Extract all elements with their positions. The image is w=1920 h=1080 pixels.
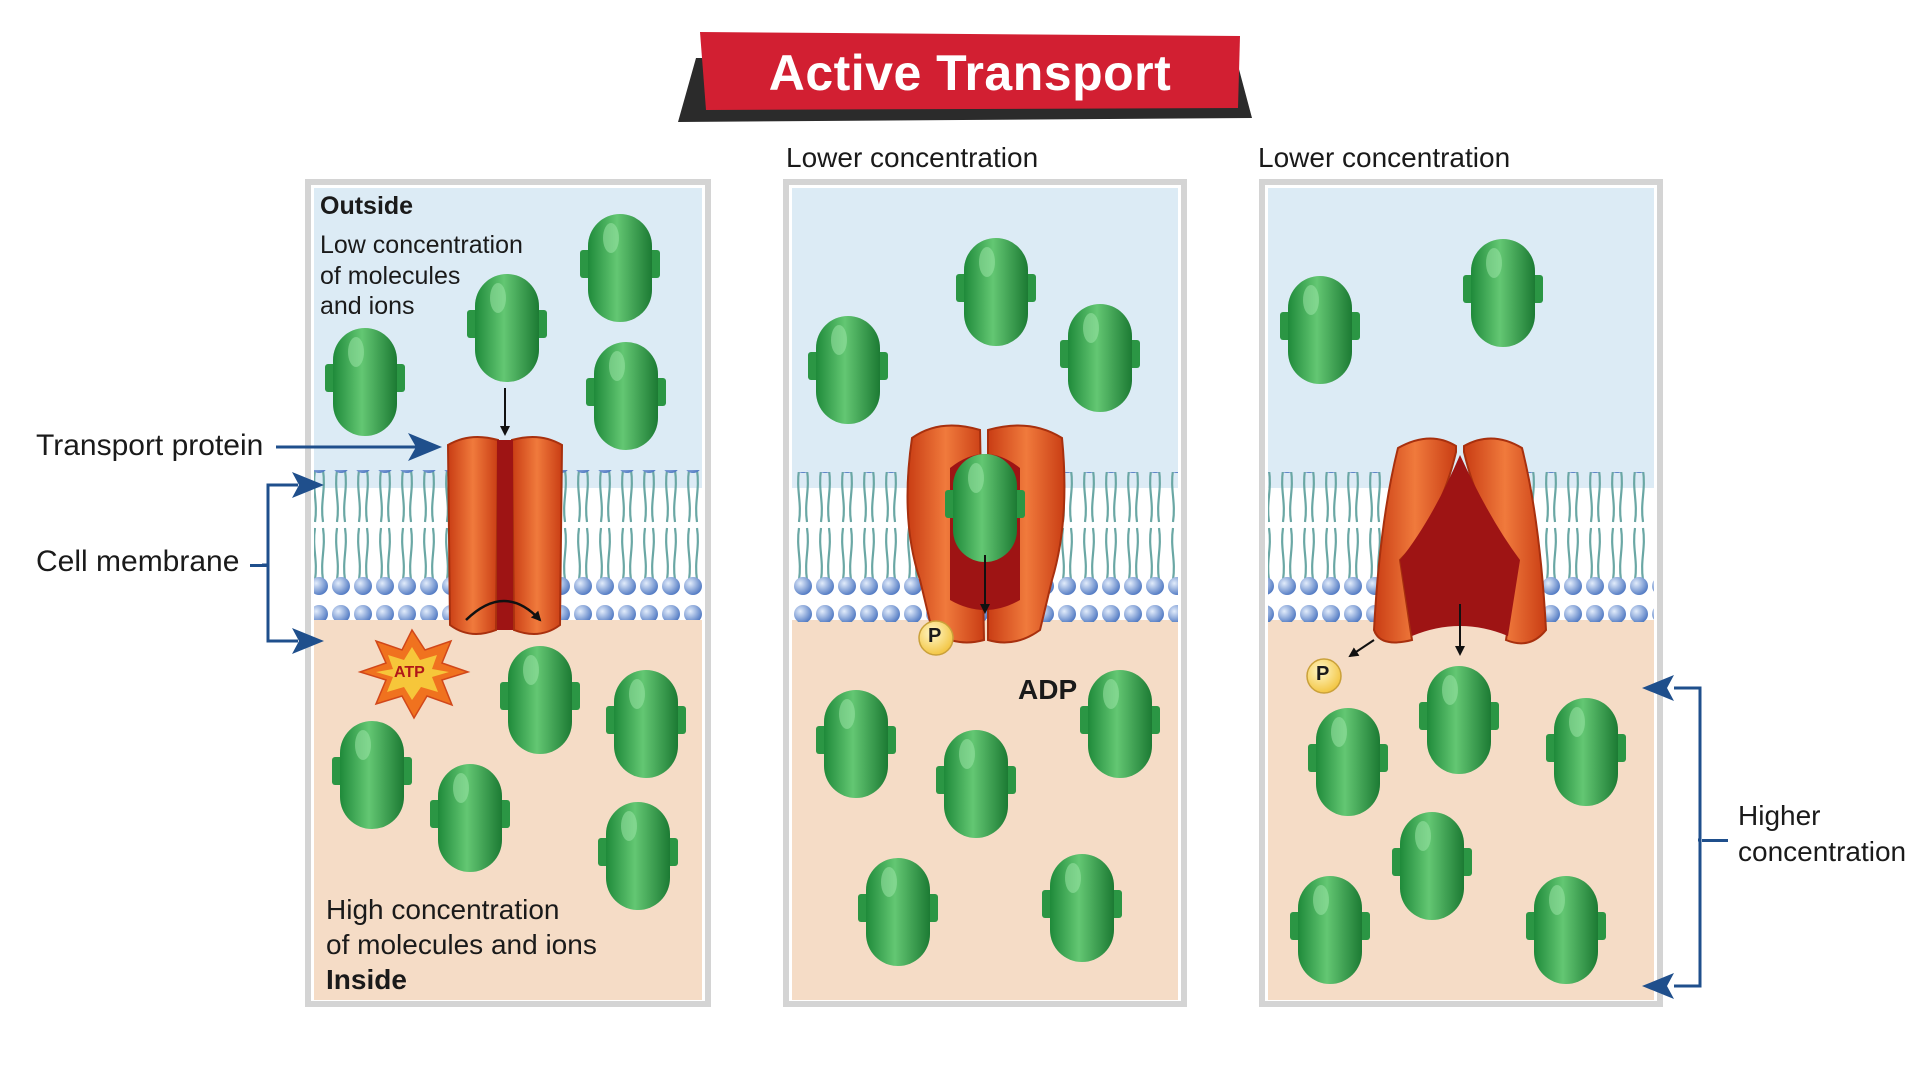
low-concentration-line-2: of molecules bbox=[320, 262, 461, 290]
outside-label: Outside bbox=[320, 192, 414, 220]
phosphate-icon bbox=[1306, 658, 1342, 694]
high-concentration-line-1: High concentration bbox=[326, 894, 560, 925]
callout-arrows bbox=[262, 433, 1702, 999]
low-concentration-line-3: and ions bbox=[320, 292, 415, 320]
low-concentration-line-1: Low concentration bbox=[320, 231, 523, 259]
higher-concentration-line-2: concentration bbox=[1738, 836, 1907, 867]
higher-concentration-line-1: Higher bbox=[1738, 800, 1821, 831]
phosphate-icon bbox=[918, 620, 954, 656]
panel-1 bbox=[305, 179, 711, 1007]
atp-starburst bbox=[357, 628, 471, 720]
high-concentration-line-2: of molecules and ions bbox=[326, 929, 597, 960]
inside-label: Inside bbox=[326, 964, 407, 995]
panel-2 bbox=[783, 179, 1187, 1007]
atp-label: ATP bbox=[394, 664, 425, 681]
title-banner bbox=[678, 32, 1252, 122]
adp-label: ADP bbox=[1018, 674, 1078, 705]
panel-2-top-label: Lower concentration bbox=[786, 142, 1039, 173]
cell-membrane-callout-tick bbox=[250, 564, 268, 567]
higher-concentration-callout-tick bbox=[1702, 839, 1728, 842]
panel-3-top-label: Lower concentration bbox=[1258, 142, 1511, 173]
cell-membrane-callout: Cell membrane bbox=[36, 545, 240, 578]
phosphate-label: P bbox=[928, 625, 942, 647]
transport-protein-open-inward bbox=[1372, 437, 1548, 645]
transport-protein-callout: Transport protein bbox=[36, 429, 264, 462]
panel-3 bbox=[1259, 179, 1663, 1007]
page-title: Active Transport bbox=[768, 45, 1172, 101]
phosphate-label: P bbox=[1316, 663, 1330, 685]
transport-protein-closed bbox=[446, 435, 564, 635]
